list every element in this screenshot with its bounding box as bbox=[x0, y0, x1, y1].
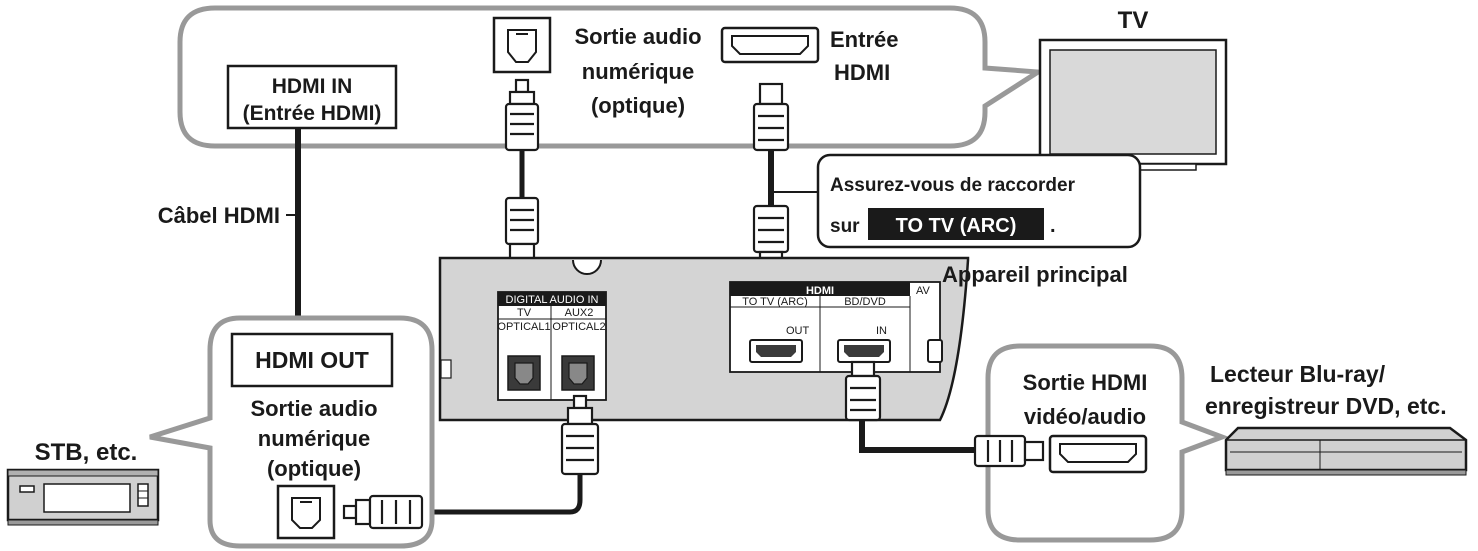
bd-dvd-text: BD/DVD bbox=[844, 296, 886, 308]
hdmi-in-label-line2: (Entrée HDMI) bbox=[243, 102, 382, 125]
player-device-icon bbox=[1224, 426, 1468, 476]
optical-plug-stb bbox=[342, 494, 424, 530]
player-hdmi-port-icon bbox=[1048, 434, 1148, 474]
tv-icon bbox=[1038, 38, 1228, 171]
optical2-port-icon[interactable] bbox=[561, 355, 595, 391]
player-label-line1: Lecteur Blu-ray/ bbox=[1210, 361, 1386, 387]
tv-optical-port-icon bbox=[492, 16, 552, 74]
digital-audio-in-text: DIGITAL AUDIO IN bbox=[506, 294, 599, 306]
tv-hdmi-port-icon bbox=[720, 26, 820, 64]
tv-optical-out-line1: Sortie audio bbox=[574, 24, 701, 49]
digital-audio-in-header bbox=[498, 292, 606, 306]
main-unit-side-mark bbox=[440, 359, 452, 379]
av-text: AV bbox=[916, 285, 931, 297]
to-tv-arc-text: TO TV (ARC) bbox=[742, 296, 808, 308]
stb-optical-port-icon bbox=[276, 484, 336, 540]
optical-plug-tv bbox=[504, 78, 540, 152]
stb-optical-line3: (optique) bbox=[267, 456, 361, 481]
tv-hdmi-input-line2: HDMI bbox=[834, 60, 890, 85]
out-text: OUT bbox=[786, 325, 810, 337]
note-suffix: . bbox=[1050, 215, 1056, 237]
hdmi-plug-player bbox=[973, 434, 1045, 468]
optical-cable-stb-main bbox=[430, 474, 583, 515]
hdmi-cable-player-main bbox=[859, 420, 975, 453]
hdmi-cable-label: Câbel HDMI bbox=[158, 203, 280, 228]
in-text: IN bbox=[876, 325, 887, 337]
hdmi-extra-port-icon bbox=[927, 339, 943, 363]
hdmi-plug-tv bbox=[752, 82, 790, 152]
main-unit-label: Appareil principal bbox=[942, 262, 1128, 287]
optical-plug-main-bottom bbox=[560, 394, 600, 476]
hdmi-out-label: HDMI OUT bbox=[255, 347, 369, 373]
tv-input-text: TV bbox=[517, 307, 532, 319]
hdmi-out-label-box bbox=[230, 332, 394, 388]
tv-optical-out-line2: numérique bbox=[582, 59, 694, 84]
hdmi-plug-main-in bbox=[844, 360, 882, 422]
tv-label: TV bbox=[1118, 7, 1149, 34]
aux2-text: AUX2 bbox=[565, 307, 594, 319]
player-hdmi-out-line1: Sortie HDMI bbox=[1023, 370, 1148, 395]
hdmi-logo-text: HDMI bbox=[806, 285, 834, 297]
stb-label: STB, etc. bbox=[35, 439, 138, 466]
stb-optical-line1: Sortie audio bbox=[250, 396, 377, 421]
player-hdmi-out-line2: vidéo/audio bbox=[1024, 404, 1146, 429]
optical1-port-icon[interactable] bbox=[507, 355, 541, 391]
player-label-line2: enregistreur DVD, etc. bbox=[1205, 393, 1447, 419]
note-line1: Assurez-vous de raccorder bbox=[830, 175, 1076, 196]
hdmi-out-port-icon[interactable] bbox=[749, 339, 803, 363]
hdmi-in-label-box bbox=[226, 64, 398, 130]
note-highlight-bg bbox=[868, 208, 1044, 240]
optical1-text: OPTICAL1 bbox=[497, 321, 550, 333]
tv-hdmi-input-line1: Entrée bbox=[830, 27, 898, 52]
hdmi-in-port-icon[interactable] bbox=[837, 339, 891, 363]
optical2-text: OPTICAL2 bbox=[552, 321, 605, 333]
stb-optical-line2: numérique bbox=[258, 426, 370, 451]
stb-device-icon bbox=[6, 468, 160, 526]
tv-optical-out-line3: (optique) bbox=[591, 93, 685, 118]
note-prefix: sur bbox=[830, 216, 860, 237]
hdmi-in-label-line1: HDMI IN bbox=[272, 75, 353, 98]
note-highlight: TO TV (ARC) bbox=[896, 215, 1017, 237]
hdmi-panel-header bbox=[730, 282, 910, 296]
main-unit-notch bbox=[572, 259, 602, 275]
